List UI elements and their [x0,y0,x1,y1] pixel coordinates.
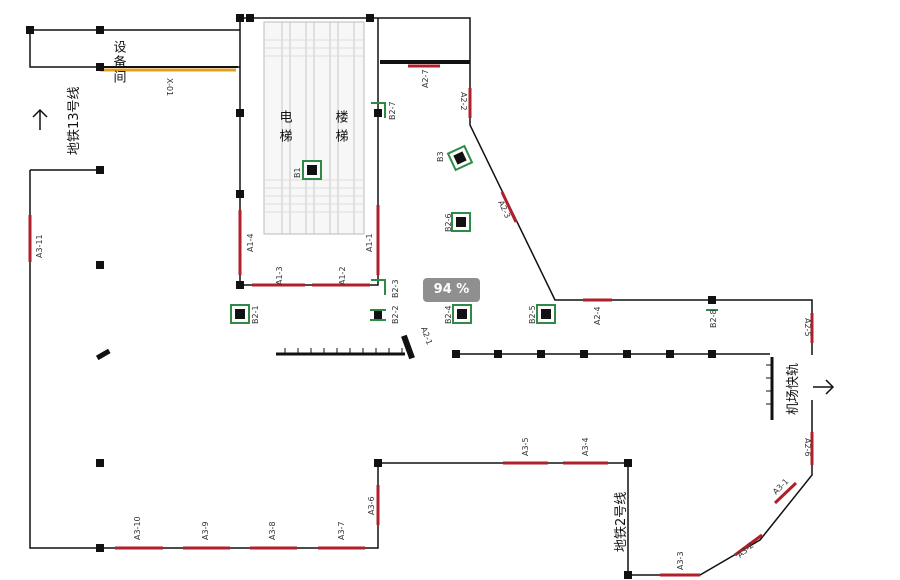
beacon-label: B2-8 [709,309,718,328]
gate-label: A2-4 [593,306,602,325]
airport-label: 机场快轨 [786,363,801,415]
gate-label: A2-3 [496,199,512,220]
gate-label: A3-1 [771,477,790,496]
line13-label: 地铁13号线 [67,86,82,155]
line2-label: 地铁2号线 [614,492,629,552]
gate-label: X-01 [165,78,174,96]
arrows [32,108,835,395]
escalator-area [263,21,365,235]
gate-label: A3-10 [133,516,142,540]
gate-label: A2-5 [803,318,812,337]
beacon-label: B2-5 [528,305,537,324]
gate-label: A2-2 [459,92,468,111]
gates [28,64,814,577]
beacon-label: B3 [436,151,445,162]
gate-label: A2-6 [803,438,812,457]
gate-label: A3-9 [201,521,210,540]
zoom-indicator: 94 % [423,278,480,302]
angled-wall [401,334,415,360]
elevator-label: 电梯 [277,110,293,148]
gate-label: A2-1 [419,326,434,347]
room-label-1: 设备间 [111,40,127,85]
beacon-label: B2-7 [388,101,397,120]
gate-label: A3-3 [676,551,685,570]
stair-label: 楼梯 [333,110,349,148]
beacon-label: B2-4 [444,305,453,324]
gate-label: A1-3 [275,266,284,285]
gate-label: A3-8 [268,521,277,540]
gate-label: A2-7 [421,69,430,88]
gate-label: A3-5 [521,437,530,456]
beacon-label: B1 [293,167,302,178]
gate-label: A3-6 [367,496,376,515]
gate-label: A1-4 [246,233,255,252]
beacon-label: B2-6 [444,213,453,232]
small-wall [95,348,111,361]
gate-label: A3-7 [337,521,346,540]
beacon-label: B2-1 [251,305,260,324]
comb-teeth [284,348,772,405]
gate-label: A1-2 [338,266,347,285]
gate-label: A3-11 [35,234,44,258]
beacon-label: B2-3 [391,279,400,298]
walls [29,17,813,576]
gate-label: A3-4 [581,437,590,456]
beacons [230,102,718,324]
beacon-label: B2-2 [391,305,400,324]
gate-label: A1-1 [365,233,374,252]
columns [26,14,716,579]
